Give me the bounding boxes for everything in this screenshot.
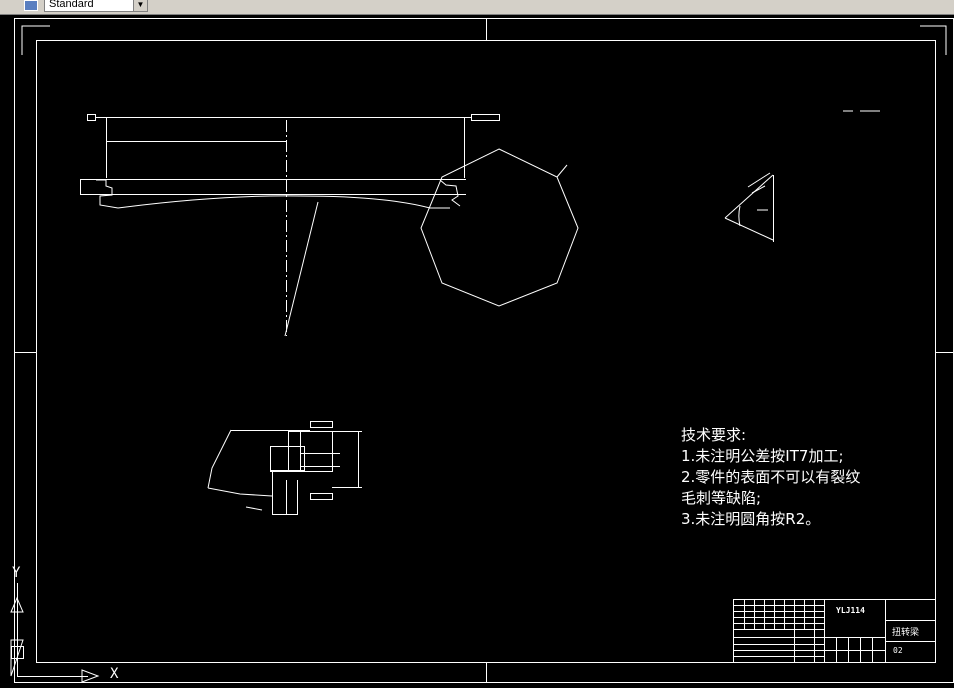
technical-requirements: 技术要求: 1.未注明公差按IT7加工; 2.零件的表面不可以有裂纹 毛刺等缺陷… — [681, 425, 860, 530]
tech-line-4: 毛刺等缺陷; — [681, 489, 762, 507]
tech-line-2: 1.未注明公差按IT7加工; — [681, 447, 844, 465]
ucs-icon — [10, 583, 100, 683]
drawing-number: YLJ114 — [836, 606, 865, 615]
center-marks — [14, 18, 953, 682]
ucs-y-label: Y — [12, 565, 21, 581]
sheet-outer-border — [14, 18, 954, 683]
drawing-canvas[interactable] — [0, 14, 954, 688]
tech-line-5: 3.未注明圆角按R2。 — [681, 510, 821, 528]
text-style-value: Standard — [49, 0, 94, 10]
sheet-number: 02 — [893, 646, 903, 655]
ucs-x-label: X — [110, 666, 119, 682]
beam-main-view — [80, 114, 500, 337]
sheet-inner-frame — [36, 40, 936, 663]
angle-detail — [724, 172, 774, 242]
tech-line-1: 技术要求: — [681, 426, 747, 444]
toolbar: Standard ▼ — [0, 0, 954, 15]
octagon-section — [420, 148, 579, 307]
text-style-icon[interactable] — [24, 0, 38, 11]
corner-marks — [21, 25, 947, 55]
part-name: 扭转梁 — [892, 628, 920, 638]
text-style-dropdown[interactable]: Standard ▼ — [44, 0, 148, 12]
tech-line-3: 2.零件的表面不可以有裂纹 — [681, 468, 861, 486]
joint-detail — [207, 421, 362, 515]
chevron-down-icon[interactable]: ▼ — [133, 0, 147, 11]
title-block — [733, 599, 936, 663]
toolbar-button[interactable] — [2, 0, 20, 12]
